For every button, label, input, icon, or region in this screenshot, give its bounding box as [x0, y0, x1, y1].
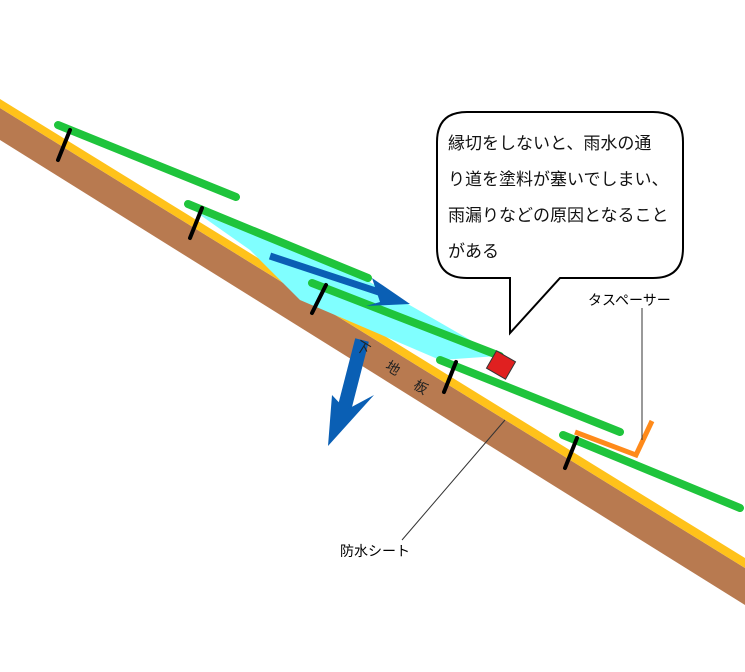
- callout-line: り道を塗料が塞いでしまい、: [448, 170, 669, 190]
- shingle: [436, 356, 624, 436]
- shingle: [559, 431, 744, 512]
- paint-block: [485, 350, 517, 380]
- nail: [310, 283, 328, 315]
- waterproof-sheet-label: 防水シート: [340, 544, 410, 560]
- spacer-label: タスペーサー: [588, 293, 671, 309]
- callout-text: 縁切をしないと、雨水の通 り道を塗料が塞いでしまい、 雨漏りなどの原因となること…: [448, 126, 678, 270]
- callout-line: 縁切をしないと、雨水の通: [448, 134, 652, 154]
- base-board: [0, 108, 745, 605]
- callout-line: がある: [448, 242, 499, 262]
- nail: [442, 360, 458, 394]
- shingle: [184, 200, 372, 282]
- nails: [56, 128, 579, 470]
- speech-bubble: [436, 111, 684, 336]
- nail: [188, 206, 204, 240]
- shingle: [54, 121, 240, 201]
- nail: [56, 128, 72, 162]
- sheet-leader-line: [401, 419, 506, 541]
- nail: [563, 436, 579, 470]
- water-flow-arrow: [268, 252, 410, 306]
- shingle: [308, 279, 504, 360]
- leak-arrow: [328, 338, 374, 446]
- spacer-shape: [574, 419, 655, 459]
- waterproof-sheet: [0, 99, 745, 568]
- callout-line: 雨漏りなどの原因となること: [448, 206, 669, 226]
- shingles: [54, 121, 744, 512]
